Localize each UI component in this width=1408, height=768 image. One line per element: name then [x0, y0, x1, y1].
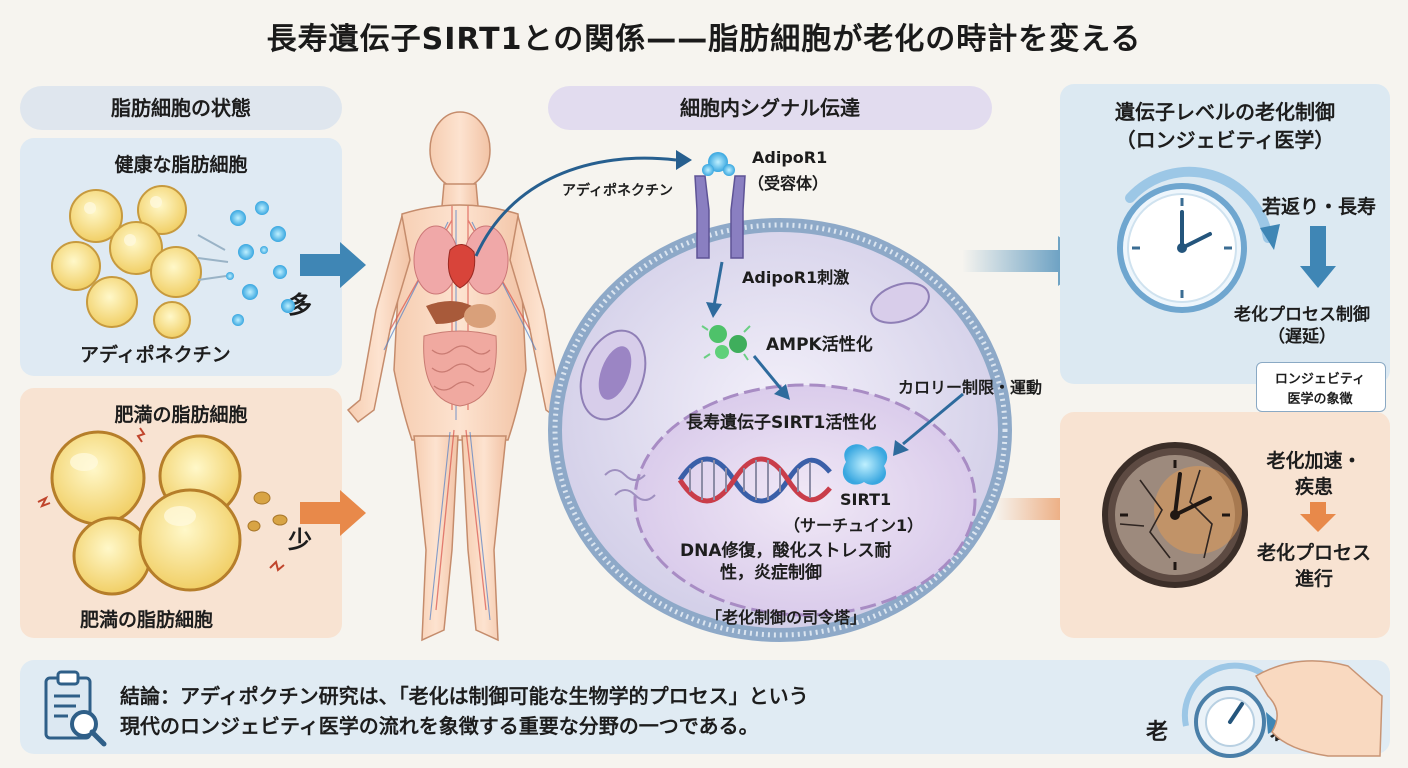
- center-header: 細胞内シグナル伝達: [548, 86, 992, 130]
- symbol-line1: ロンジェビティ: [1274, 372, 1366, 387]
- dial-icon[interactable]: [1178, 656, 1388, 760]
- calorie-arrow: [893, 392, 964, 456]
- right-header-line1: 遺伝子レベルの老化制御: [1115, 100, 1335, 124]
- receptor-sub: （受容体）: [748, 174, 829, 193]
- accel-line2: 疾患: [1294, 476, 1333, 498]
- obese-title: 肥満の脂肪細胞: [114, 404, 248, 426]
- control-line2: （遅延）: [1268, 327, 1336, 347]
- healthy-arrow: [300, 242, 366, 288]
- longevity-symbol-tag: [1256, 362, 1386, 412]
- symbol-line2: 医学の象徴: [1287, 392, 1353, 407]
- conclusion-panel: [20, 660, 1390, 754]
- dial-old-label: 老: [1146, 720, 1169, 745]
- healthy-title: 健康な脂肪細胞: [114, 154, 248, 176]
- accel-arrow: [1300, 502, 1336, 532]
- dna-icon: [677, 456, 832, 504]
- obese-cells-illustration: [37, 427, 288, 596]
- healthy-caption: アディポネクチン: [80, 344, 231, 366]
- progress-line2: 進行: [1294, 568, 1333, 590]
- healthy-cells-illustration: [51, 185, 295, 339]
- stimulation-arrow: [706, 261, 724, 318]
- rejuvenation-label: 若返り・長寿: [1262, 196, 1377, 218]
- obese-arrow: [300, 490, 366, 536]
- sirt1-icon: [842, 444, 888, 485]
- progress-line1: 老化プロセス: [1256, 542, 1371, 564]
- clipboard-search-icon: [44, 670, 107, 747]
- calorie-label: カロリー制限・運動: [898, 378, 1043, 397]
- adiponectin-flow-arrow: [474, 150, 692, 257]
- sirt1-activation-label: 長寿遺伝子SIRT1活性化: [686, 413, 877, 433]
- sirt1-name: SIRT1: [840, 490, 892, 509]
- obese-amount: 少: [288, 526, 312, 554]
- accel-line1: 老化加速・: [1266, 450, 1362, 472]
- adiponectin-label: アディポネクチン: [562, 183, 674, 199]
- conclusion-line2: 現代のロンジェビティ医学の流れを象徴する重要な分野の一つである。: [120, 714, 759, 738]
- ampk-arrow: [752, 355, 790, 400]
- page-title: 長寿遺伝子SIRT1との関係——脂肪細胞が老化の時計を変える: [266, 22, 1142, 57]
- adipor1-receptor-icon: [694, 152, 746, 259]
- commander-label: 「老化制御の司令塔」: [706, 608, 867, 627]
- control-line1: 老化プロセス制御: [1234, 305, 1370, 325]
- right-header-line2: （ロンジェビティ医学）: [1115, 128, 1335, 152]
- ampk-icon: [701, 325, 751, 361]
- clock-icon: [1117, 166, 1280, 313]
- stimulation-label: AdipoR1刺激: [742, 268, 850, 287]
- obese-caption: 肥満の脂肪細胞: [80, 609, 214, 631]
- rejuvenation-arrow: [1300, 226, 1336, 288]
- human-body-icon: [346, 111, 574, 642]
- left-header: 脂肪細胞の状態: [20, 86, 342, 130]
- conclusion-line1: 結論：アディポクチン研究は、「老化は制御可能な生物学的プロセス」という: [120, 684, 809, 708]
- cracked-clock-icon: [1102, 442, 1248, 588]
- function-line2: 性，炎症制御: [720, 563, 822, 583]
- receptor-name: AdipoR1: [752, 148, 828, 167]
- function-line1: DNA修復，酸化ストレス耐: [680, 541, 892, 561]
- ampk-label: AMPK活性化: [766, 335, 873, 355]
- sirt1-sub: （サーチュイン1）: [784, 516, 924, 535]
- cell-illustration: [548, 218, 1012, 642]
